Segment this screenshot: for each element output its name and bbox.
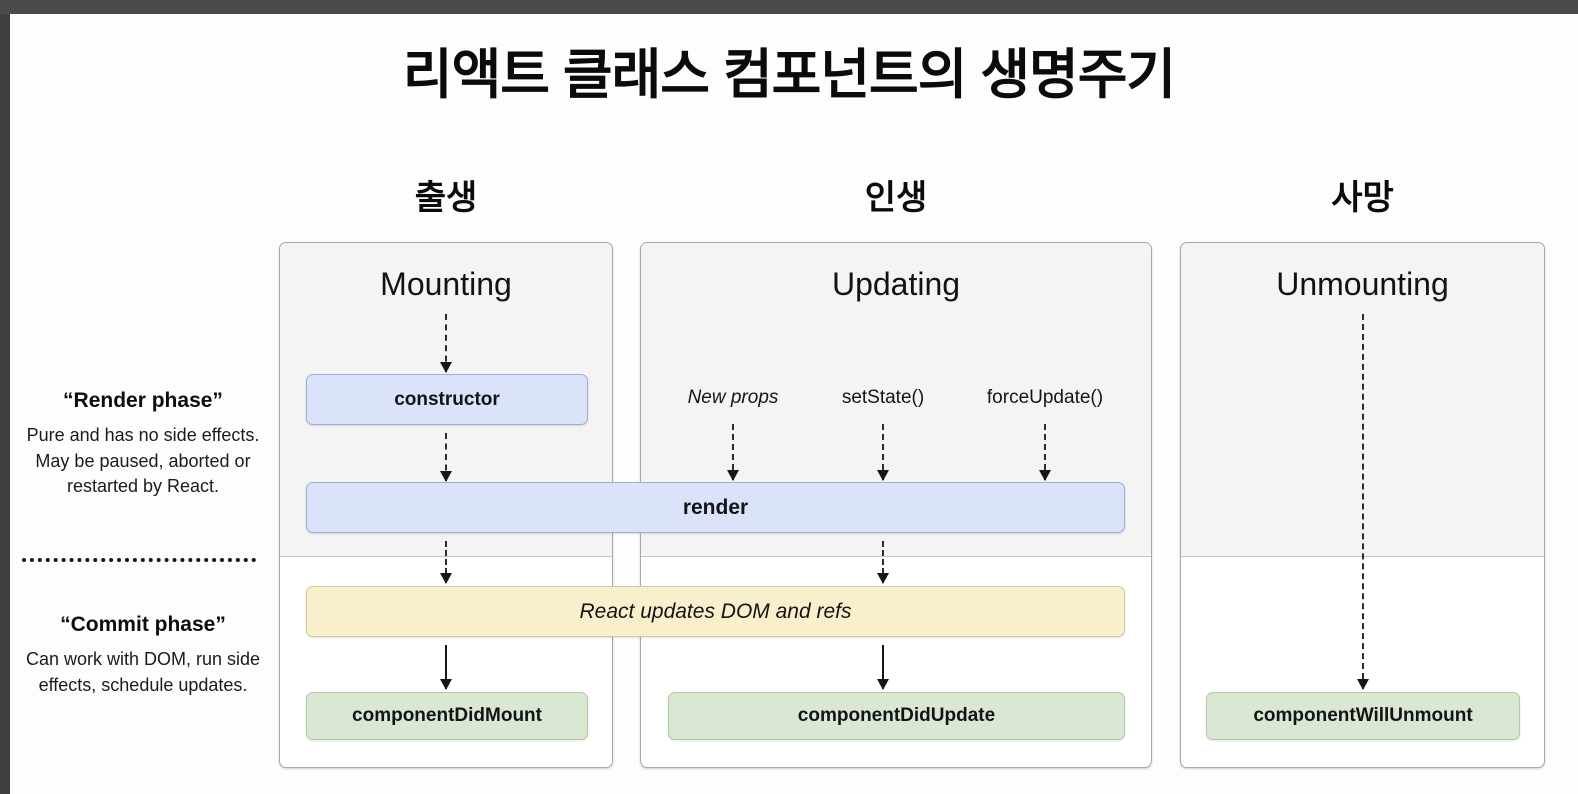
panel-title-mounting: Mounting <box>380 266 512 302</box>
window-left-edge <box>0 14 10 794</box>
legend-commit-phase-description: Can work with DOM, run side effects, sch… <box>25 649 261 695</box>
node-constructor[interactable]: constructor <box>306 374 588 425</box>
legend-render-phase-description: Pure and has no side effects. May be pau… <box>26 425 260 497</box>
trigger-force-update: forceUpdate() <box>986 387 1104 408</box>
arrow-unmounting-to-component-will-unmount <box>1357 314 1369 690</box>
panel-title-unmounting: Unmounting <box>1276 266 1449 302</box>
legend-render-phase: “Render phase” Pure and has no side effe… <box>14 388 272 500</box>
node-component-did-mount[interactable]: componentDidMount <box>306 692 588 740</box>
arrow-render-to-dom-updating <box>877 541 889 584</box>
trigger-set-state: setState() <box>841 387 925 408</box>
panel-title-updating: Updating <box>831 266 961 302</box>
arrow-new-props-to-render <box>727 424 739 481</box>
node-component-did-update[interactable]: componentDidUpdate <box>668 692 1125 740</box>
window-top-bar <box>0 0 1578 14</box>
column-header-life: 인생 <box>864 179 928 217</box>
arrow-force-update-to-render <box>1039 424 1051 481</box>
arrow-constructor-to-render <box>440 433 452 482</box>
arrow-render-to-dom-mounting <box>440 541 452 584</box>
legend-divider <box>22 558 256 562</box>
node-render[interactable]: render <box>306 482 1125 533</box>
legend-commit-phase-title: “Commit phase” <box>60 613 226 636</box>
arrow-set-state-to-render <box>877 424 889 481</box>
column-header-death: 사망 <box>1331 179 1394 217</box>
node-react-updates-dom-and-refs[interactable]: React updates DOM and refs <box>306 586 1125 637</box>
page-title: 리액트 클래스 컴포넌트의 생명주기 <box>402 45 1176 105</box>
node-component-will-unmount[interactable]: componentWillUnmount <box>1206 692 1520 740</box>
arrow-mounting-to-constructor <box>440 314 452 373</box>
column-header-birth: 출생 <box>414 179 478 217</box>
legend-commit-phase: “Commit phase” Can work with DOM, run si… <box>14 612 272 698</box>
arrow-dom-to-component-did-mount <box>440 645 452 690</box>
arrow-dom-to-component-did-update <box>877 645 889 690</box>
trigger-new-props: New props <box>687 387 779 408</box>
legend-render-phase-title: “Render phase” <box>63 389 223 412</box>
